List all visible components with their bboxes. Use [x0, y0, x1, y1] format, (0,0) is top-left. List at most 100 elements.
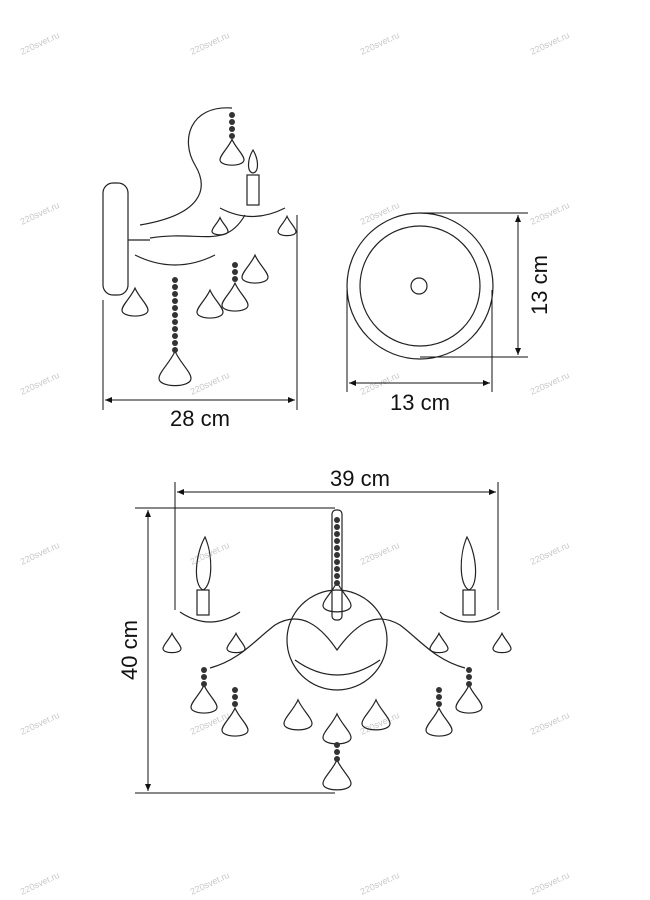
side-crystals	[121, 112, 297, 387]
watermark-text: 220svet.ru	[529, 710, 571, 737]
bead	[229, 112, 235, 118]
bead	[172, 298, 178, 304]
watermark-text: 220svet.ru	[359, 870, 401, 897]
watermark-text: 220svet.ru	[189, 30, 231, 57]
crystal-drop	[425, 706, 453, 737]
bead	[334, 742, 340, 748]
crystal-drop	[158, 349, 192, 387]
bead	[334, 538, 340, 544]
side-width-label: 28 cm	[170, 406, 230, 431]
crystal-drop	[211, 216, 229, 236]
bead	[466, 674, 472, 680]
bead	[334, 517, 340, 523]
bead	[172, 333, 178, 339]
bobeche	[134, 254, 216, 266]
front-crystals	[162, 517, 512, 791]
center-rod	[331, 509, 343, 621]
bead	[201, 681, 207, 687]
bead	[232, 694, 238, 700]
crystal-drop	[283, 698, 313, 731]
bead	[334, 559, 340, 565]
bead	[232, 269, 238, 275]
front-height-label: 40 cm	[117, 620, 142, 680]
side-view-drawing	[102, 107, 297, 387]
watermark-text: 220svet.ru	[359, 710, 401, 737]
bead	[232, 687, 238, 693]
bead	[334, 580, 340, 586]
crystal-drop	[277, 214, 297, 237]
front-width-dimension: 39 cm	[174, 466, 499, 610]
crystal-drop	[492, 631, 512, 654]
watermark-text: 220svet.ru	[359, 200, 401, 227]
watermark-text: 220svet.ru	[19, 200, 61, 227]
bead	[201, 674, 207, 680]
bead	[172, 319, 178, 325]
wall-plate-drawing: 13 cm 13 cm	[346, 212, 552, 415]
candle	[246, 174, 260, 206]
crystal-drop	[226, 631, 246, 654]
watermark-text: 220svet.ru	[359, 540, 401, 567]
bead	[334, 573, 340, 579]
bead	[436, 694, 442, 700]
bead	[229, 133, 235, 139]
bead	[172, 277, 178, 283]
watermark-text: 220svet.ru	[19, 540, 61, 567]
bead	[172, 326, 178, 332]
bead	[466, 681, 472, 687]
front-height-dimension: 40 cm	[117, 507, 335, 794]
crystal-drop	[221, 706, 249, 737]
crystal-drop	[121, 286, 149, 317]
watermark-text: 220svet.ru	[189, 370, 231, 397]
watermark-text: 220svet.ru	[529, 540, 571, 567]
watermark-text: 220svet.ru	[529, 370, 571, 397]
crystal-drop	[190, 683, 218, 714]
bead	[334, 545, 340, 551]
bead	[201, 667, 207, 673]
crystal-drop	[322, 758, 352, 791]
crystal-drop	[455, 683, 483, 714]
bead	[229, 126, 235, 132]
crystal-drop	[241, 253, 269, 284]
bead	[172, 340, 178, 346]
bead	[232, 262, 238, 268]
watermark-text: 220svet.ru	[19, 30, 61, 57]
bead	[172, 305, 178, 311]
watermark-text: 220svet.ru	[19, 370, 61, 397]
side-width-dimension: 28 cm	[102, 215, 298, 431]
bead	[172, 312, 178, 318]
crystal-drop	[221, 281, 249, 312]
bead	[466, 667, 472, 673]
crystal-drop	[361, 698, 391, 731]
bead	[436, 701, 442, 707]
watermark-text: 220svet.ru	[529, 30, 571, 57]
watermark-text: 220svet.ru	[359, 30, 401, 57]
flame-icon	[460, 535, 477, 591]
crystal-drop	[196, 288, 224, 319]
bead	[436, 687, 442, 693]
crystal-drop	[162, 631, 182, 654]
watermark-text: 220svet.ru	[19, 870, 61, 897]
watermarks: 220svet.ru 220svet.ru 220svet.ru 220svet.ru…	[19, 30, 571, 897]
bead	[172, 347, 178, 353]
backplate	[102, 182, 129, 296]
bead	[232, 701, 238, 707]
crystal-drop	[322, 712, 352, 745]
watermark-text: 220svet.ru	[529, 870, 571, 897]
bead	[232, 276, 238, 282]
bead	[229, 119, 235, 125]
bead	[172, 291, 178, 297]
bead	[172, 284, 178, 290]
flame-icon	[247, 148, 259, 174]
plate-height-label: 13 cm	[527, 255, 552, 315]
crystal-drop	[322, 580, 352, 613]
bead	[334, 531, 340, 537]
crystal-drop	[429, 631, 449, 654]
watermark-text: 220svet.ru	[189, 870, 231, 897]
plate-width-label: 13 cm	[390, 390, 450, 415]
watermark-text: 220svet.ru	[19, 710, 61, 737]
watermark-text: 220svet.ru	[529, 200, 571, 227]
crystal-drop	[219, 137, 245, 166]
flame-icon	[195, 535, 212, 591]
front-width-label: 39 cm	[330, 466, 390, 491]
